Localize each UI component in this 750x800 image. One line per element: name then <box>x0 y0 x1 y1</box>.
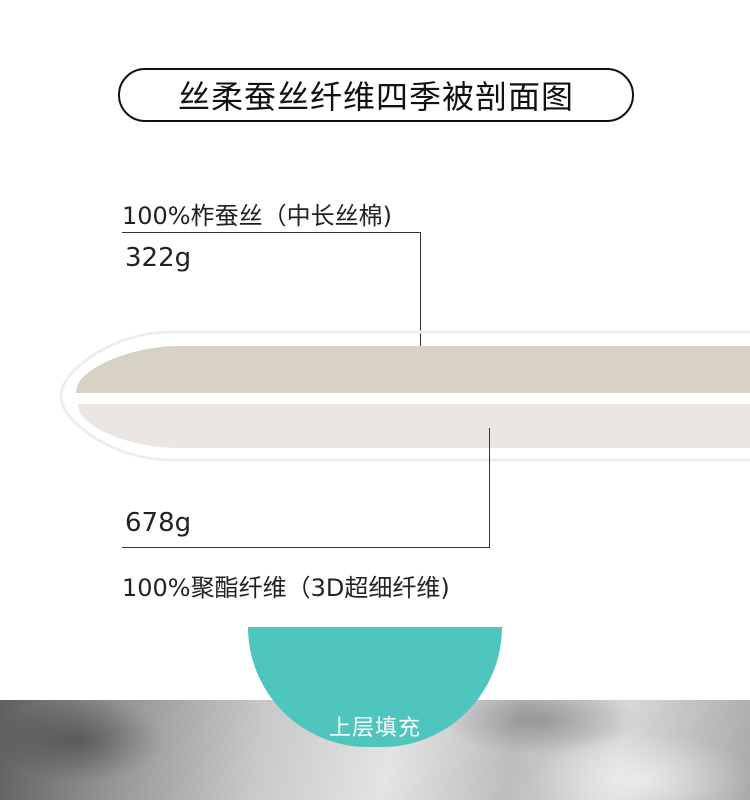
top-layer-material: 100%柞蚕丝（中长丝棉) <box>122 202 392 230</box>
top-filling-layer <box>76 346 750 393</box>
top-layer-weight: 322g <box>125 243 192 273</box>
bottom-layer-weight: 678g <box>125 508 192 538</box>
quilt-cross-section <box>59 330 750 462</box>
top-callout-leader <box>420 232 421 378</box>
section-badge-label: 上层填充 <box>328 716 421 741</box>
quilt-outline <box>59 330 750 462</box>
title-pill: 丝柔蚕丝纤维四季被剖面图 <box>118 68 634 122</box>
bottom-callout-leader <box>489 428 490 548</box>
bottom-callout-line <box>122 547 490 548</box>
bottom-filling-layer <box>78 404 750 448</box>
page-title: 丝柔蚕丝纤维四季被剖面图 <box>177 78 574 116</box>
top-callout-line <box>122 232 421 233</box>
bottom-layer-material: 100%聚酯纤维（3D超细纤维) <box>122 574 450 602</box>
